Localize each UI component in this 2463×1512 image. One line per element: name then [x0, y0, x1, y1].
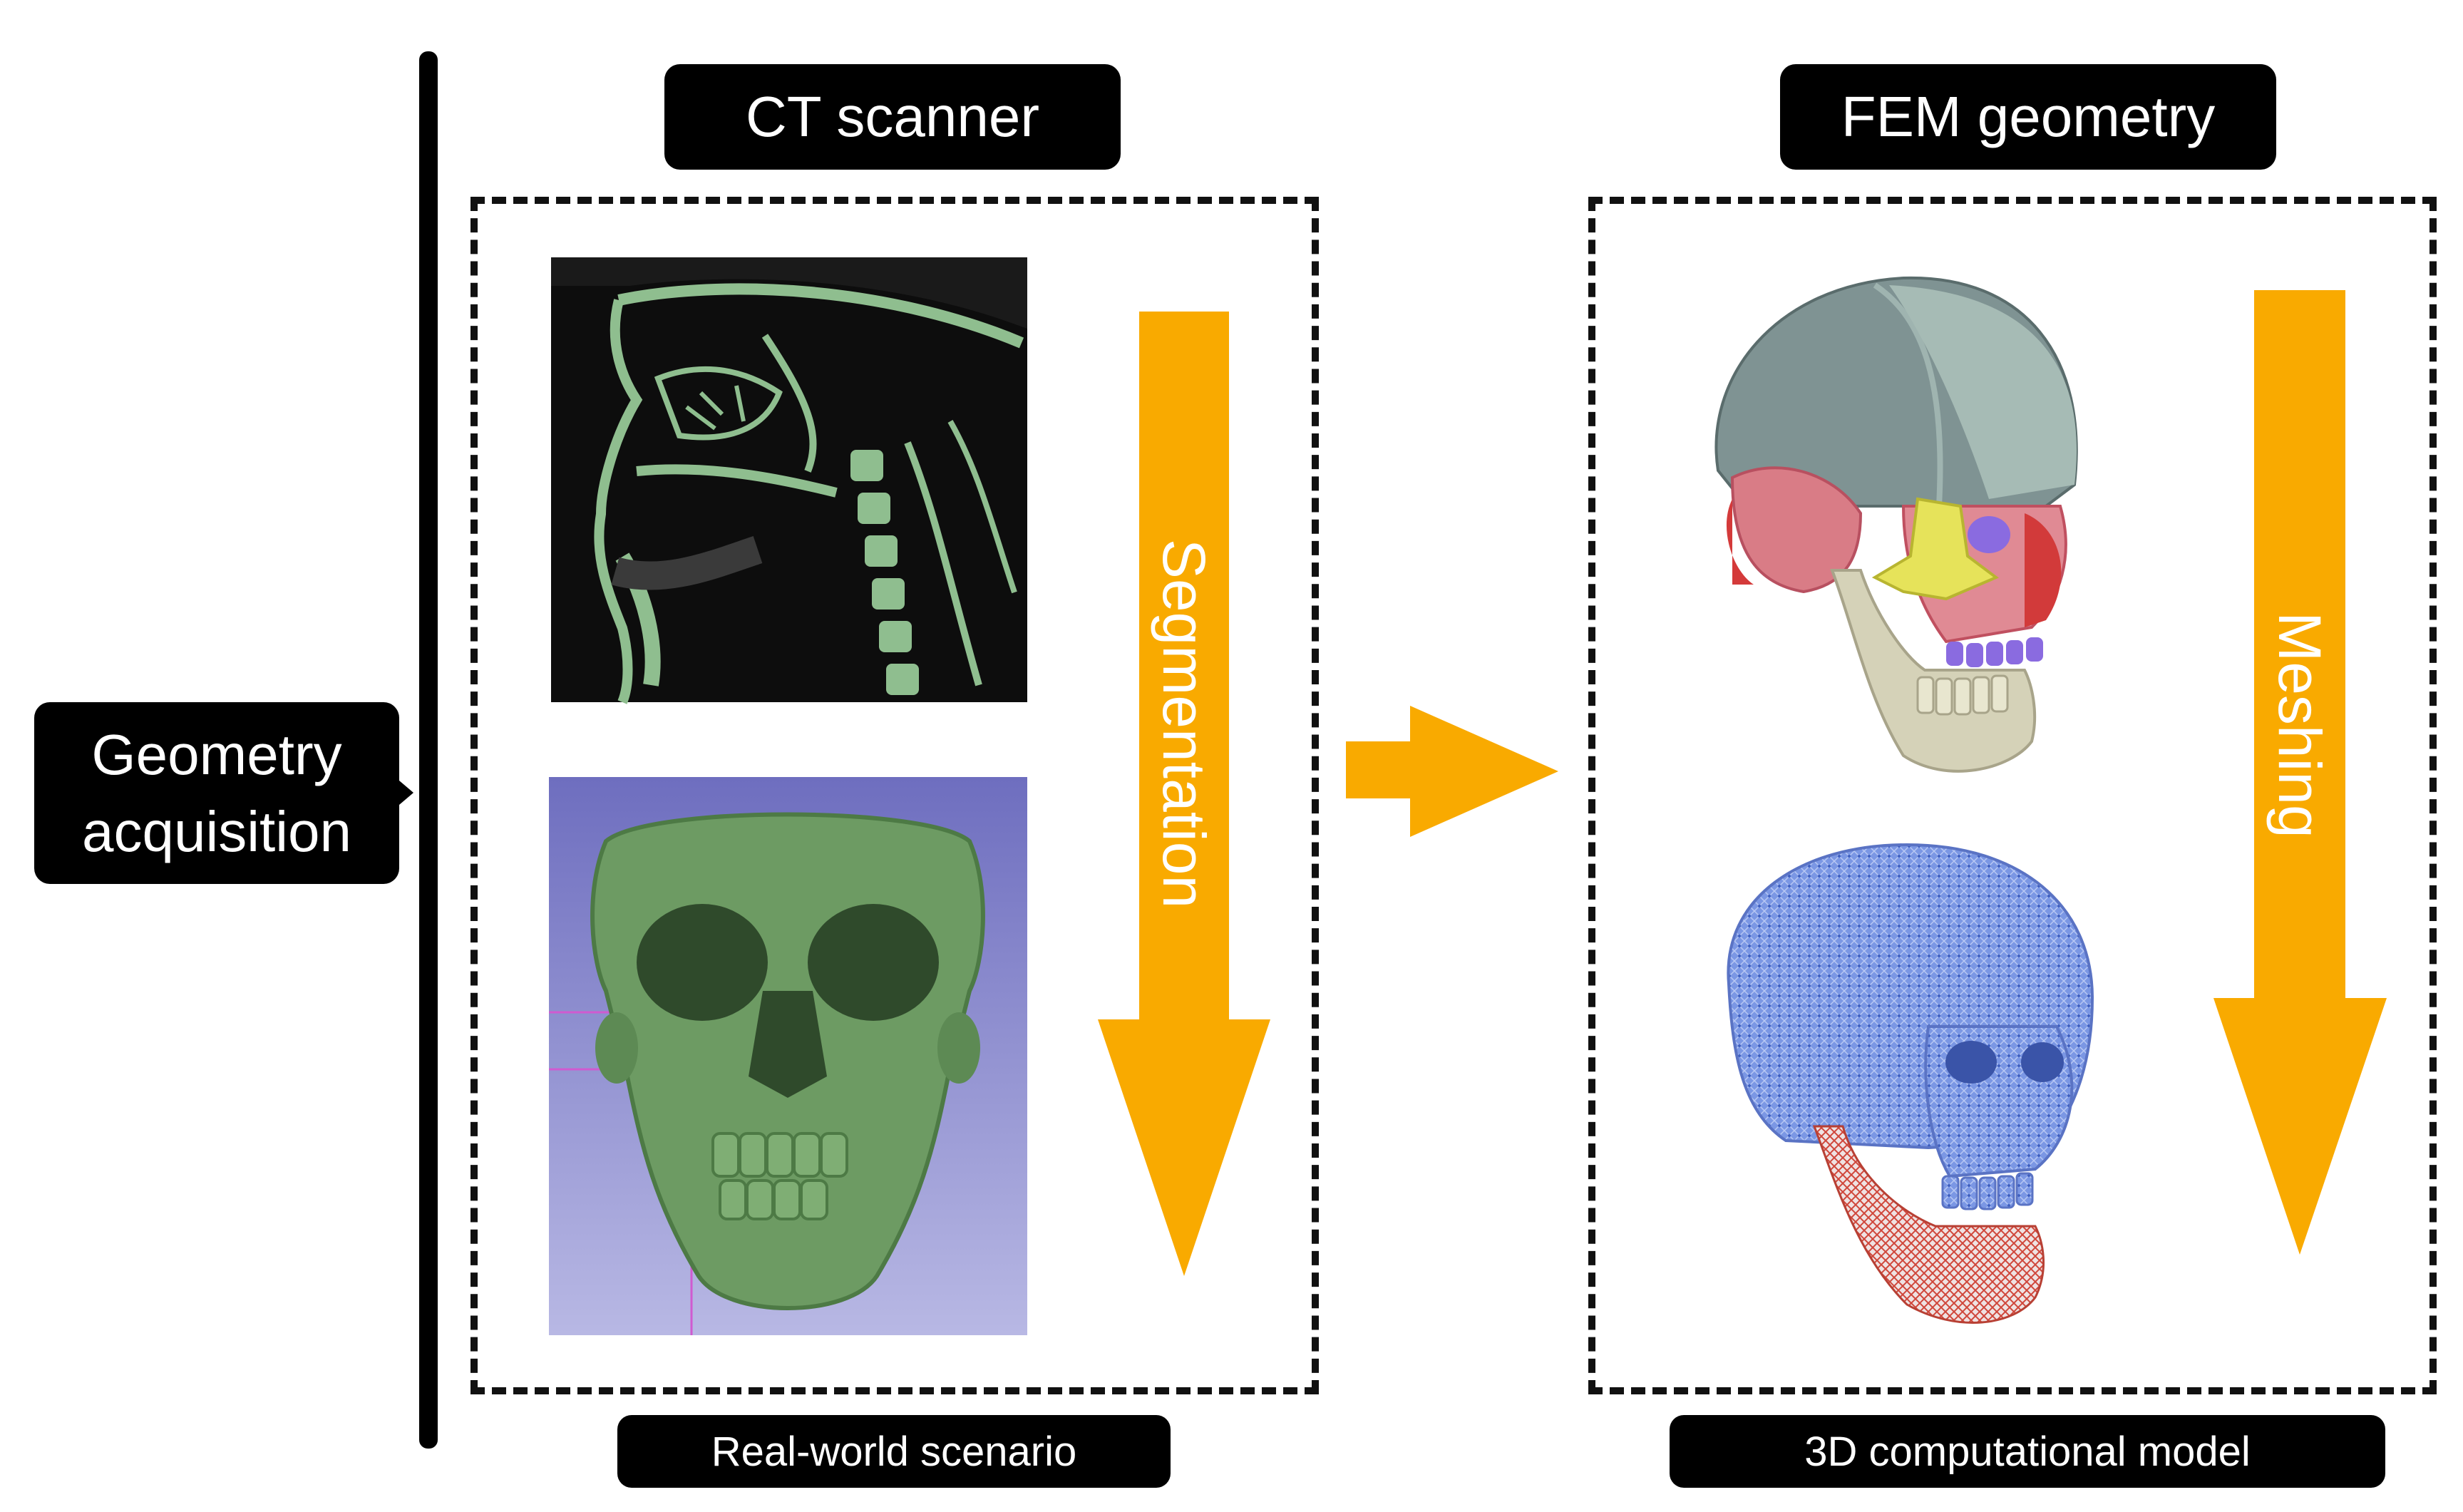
segmented-skull-image — [549, 777, 1027, 1335]
side-label-line2: acquisition — [81, 799, 351, 863]
meshed-skull-image — [1727, 843, 2094, 1324]
ct-scanner-title: CT scanner — [664, 64, 1121, 170]
left-dashed-panel — [471, 197, 1319, 1394]
right-dashed-panel — [1588, 197, 2437, 1394]
fem-geometry-title: FEM geometry — [1780, 64, 2276, 170]
bracket-line — [419, 51, 438, 1449]
real-world-caption: Real-world scenario — [617, 1415, 1171, 1488]
meshing-label: Meshing — [2266, 612, 2334, 838]
fem-segmented-skull-image — [1714, 276, 2078, 773]
computational-model-caption: 3D computational model — [1670, 1415, 2385, 1488]
segmentation-label: Segmentation — [1151, 538, 1218, 909]
geometry-acquisition-label: Geometry acquisition — [34, 702, 399, 884]
ct-slice-image — [551, 257, 1027, 704]
side-label-line1: Geometry — [91, 722, 342, 786]
